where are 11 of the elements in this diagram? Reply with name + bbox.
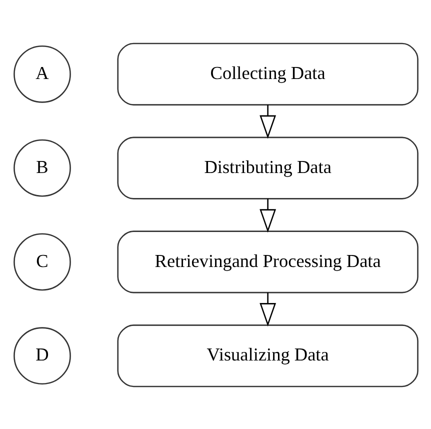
arrow — [259, 104, 276, 138]
node-box: Retrievingand Processing Data — [116, 230, 418, 293]
arrow — [259, 198, 276, 232]
arrow — [259, 292, 276, 326]
node-circle: C — [13, 232, 70, 290]
node-box: Visualizing Data — [116, 324, 418, 387]
node-circle: A — [13, 44, 70, 102]
node-circle: B — [13, 138, 70, 196]
node-box: Collecting Data — [116, 42, 418, 105]
node-box: Distributing Data — [116, 136, 418, 199]
node-circle: D — [13, 326, 70, 384]
